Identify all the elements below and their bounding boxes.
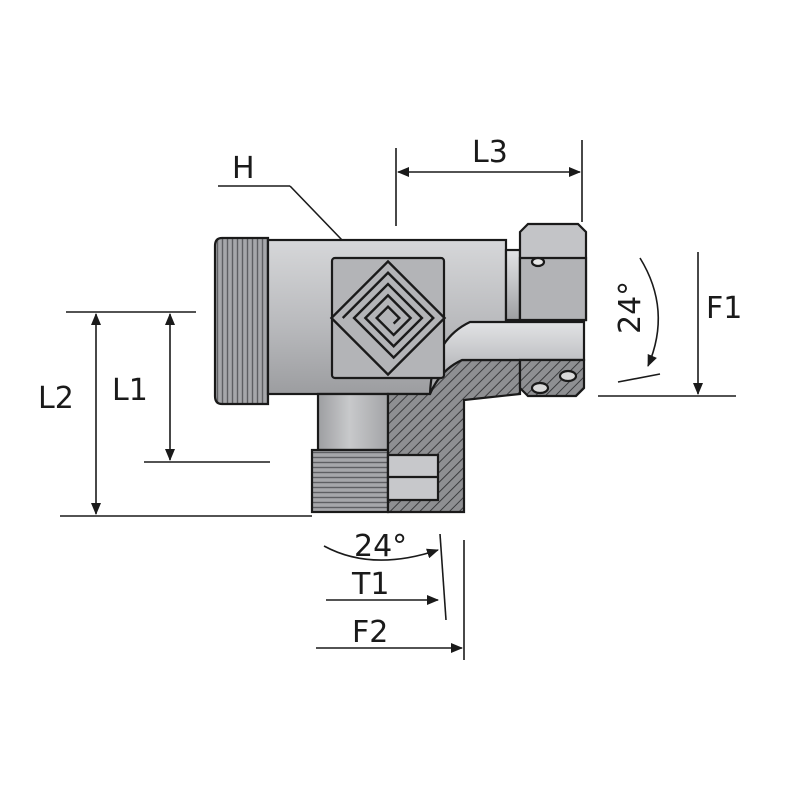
label-l2: L2 <box>38 381 74 416</box>
hex-nut <box>518 222 588 398</box>
angle-bottom-arc <box>323 545 439 561</box>
angle-right-reference <box>617 373 661 383</box>
left-thread-collar <box>213 236 270 406</box>
angle-bottom-reference <box>439 533 447 621</box>
label-angle-right: 24° <box>613 281 648 334</box>
vertical-leg <box>316 392 390 452</box>
label-f1: F1 <box>706 291 742 326</box>
square-spiral-logo-icon <box>329 256 447 380</box>
dimensions <box>60 140 736 660</box>
label-h: H <box>232 151 255 186</box>
label-angle-bottom: 24° <box>354 529 407 564</box>
label-t1: T1 <box>351 567 389 602</box>
label-l1: L1 <box>112 373 148 408</box>
label-f2: F2 <box>352 615 388 650</box>
label-l3: L3 <box>472 135 508 170</box>
fitting-body <box>213 222 588 514</box>
bottom-thread <box>310 448 390 514</box>
labels: H L3 L2 L1 F1 24° 24° T1 F2 <box>38 135 742 650</box>
right-neck <box>504 248 522 322</box>
h-leader-diagonal <box>289 185 343 241</box>
angle-right-arc <box>639 257 660 367</box>
